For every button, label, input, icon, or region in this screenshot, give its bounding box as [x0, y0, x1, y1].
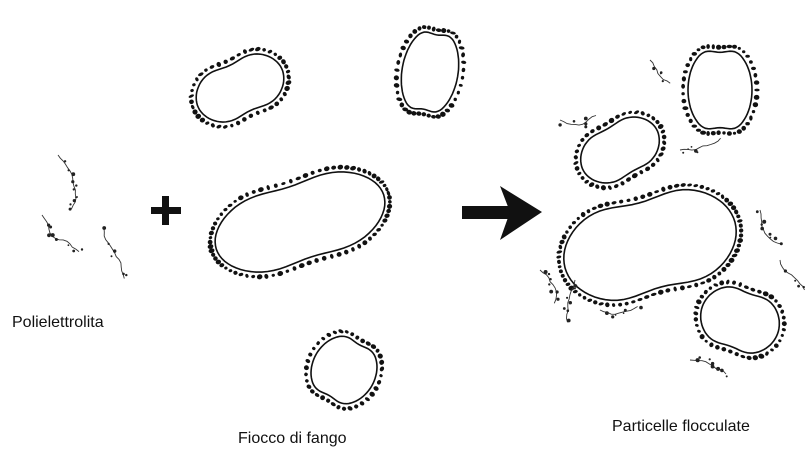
mud-floc-particle — [387, 21, 472, 123]
polyelectrolyte-strand — [58, 155, 78, 211]
flocculated-particle — [545, 169, 757, 321]
plus-icon — [151, 196, 181, 225]
polyelectrolyte-strand — [102, 226, 127, 278]
bridging-strand — [540, 270, 560, 303]
flocculated-particle — [681, 44, 760, 136]
flocculated-particle — [683, 270, 796, 370]
products-group — [540, 44, 805, 377]
mud-floc-particle — [177, 35, 302, 140]
bridging-strand — [756, 210, 783, 245]
mud-floc-particle — [292, 318, 397, 422]
bridging-strand — [600, 306, 643, 319]
mud-floc-label: Fiocco di fango — [238, 430, 347, 448]
reactants-group — [42, 21, 472, 422]
polyelectrolyte-label: Polielettrolita — [12, 314, 104, 332]
bridging-strand — [780, 260, 805, 290]
flocculated-particle — [561, 97, 679, 203]
bridging-strand — [650, 60, 670, 83]
flocculated-particles-label: Particelle flocculate — [612, 418, 750, 436]
bridging-strand — [690, 356, 728, 377]
polyelectrolyte-strand — [42, 215, 83, 252]
right-arrow-icon — [462, 186, 542, 240]
mud-floc-particle — [195, 150, 405, 295]
bridging-strand — [558, 116, 596, 129]
bridging-strand — [680, 138, 721, 154]
